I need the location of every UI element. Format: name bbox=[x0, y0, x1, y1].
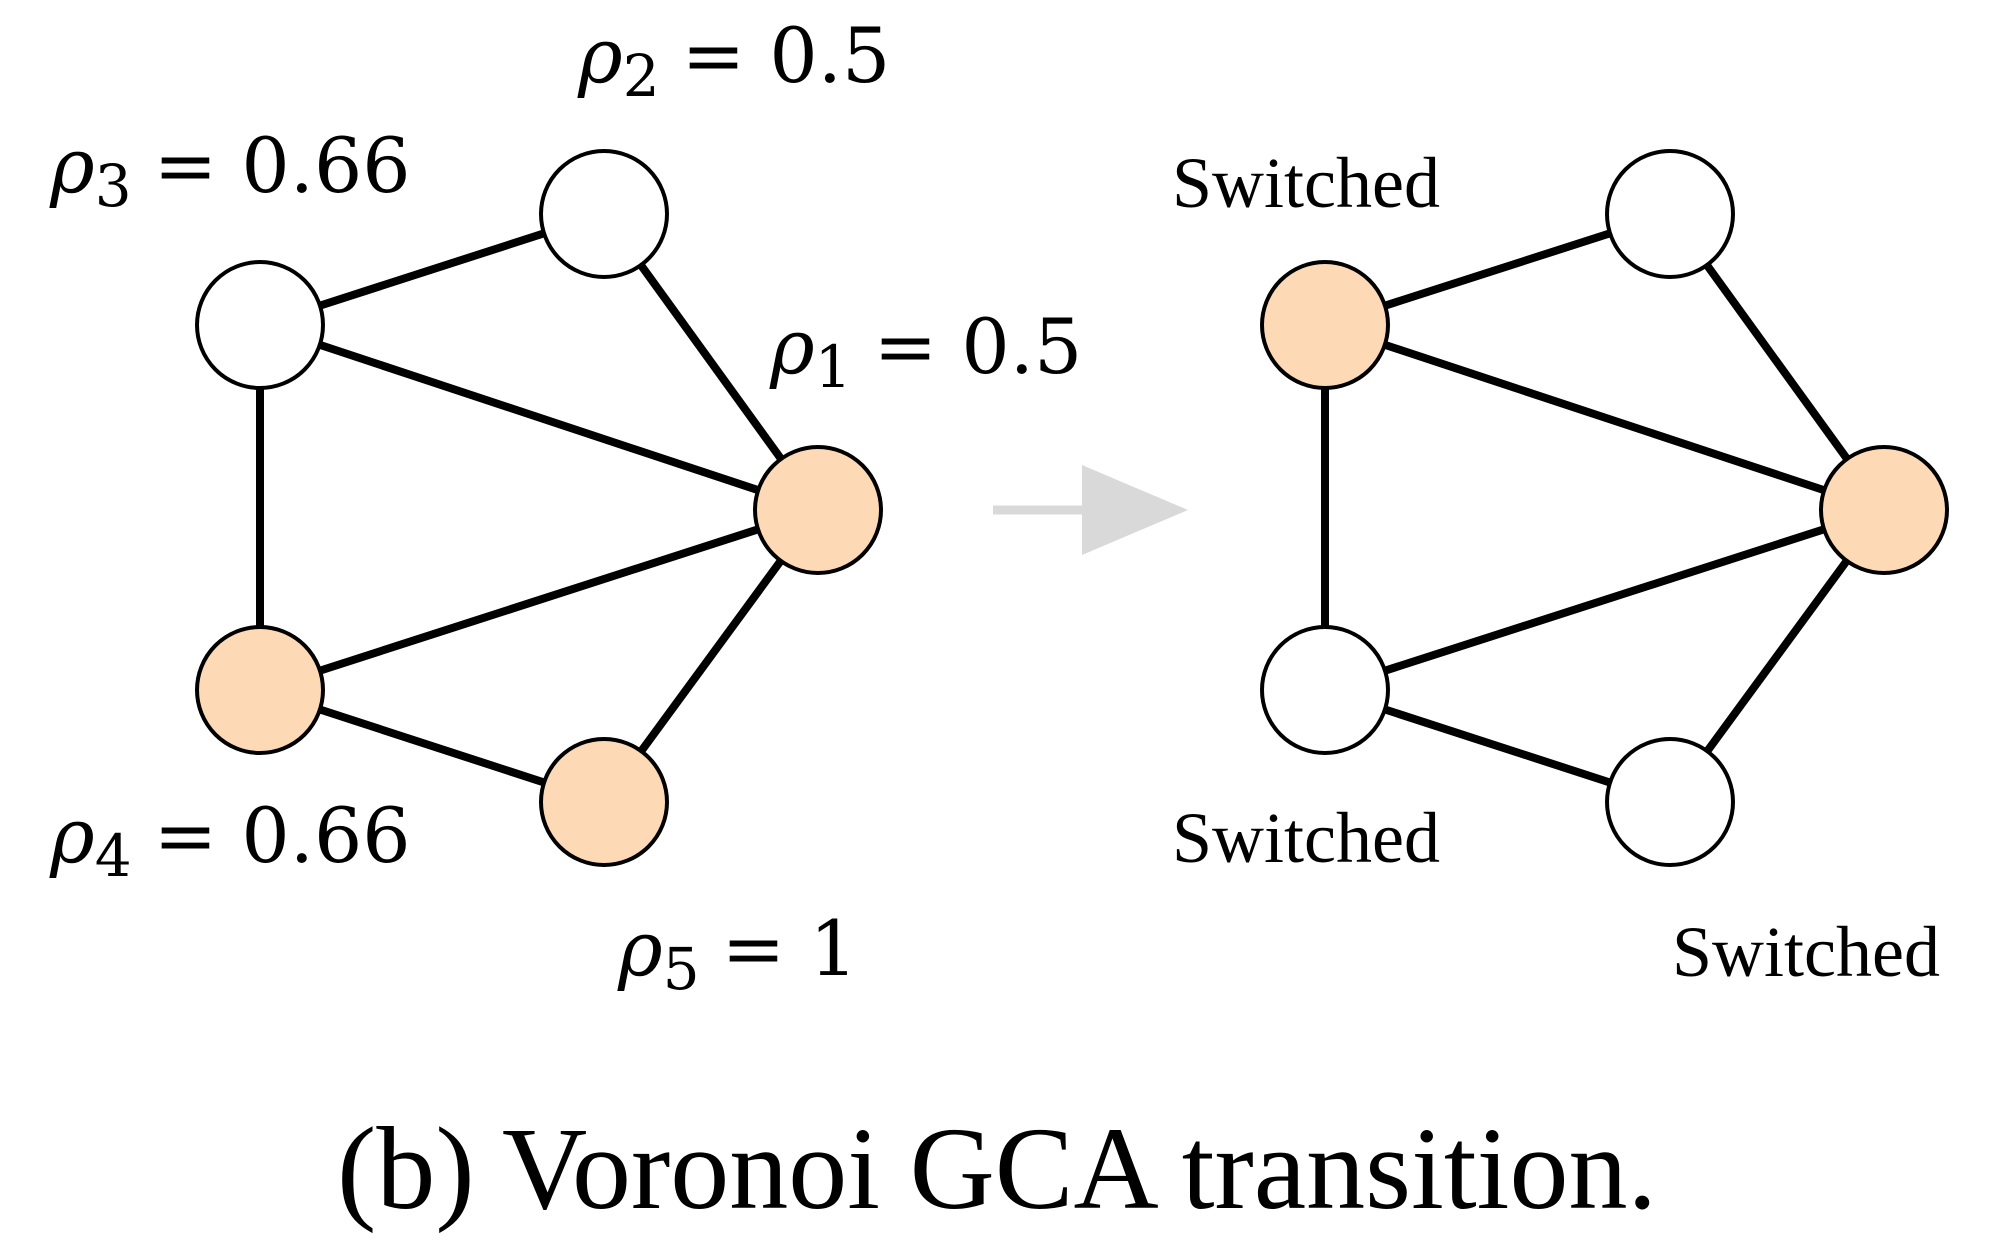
node-3 bbox=[195, 260, 325, 390]
figure-caption: (b) Voronoi GCA transition. bbox=[337, 1103, 1657, 1234]
edge-3-1 bbox=[258, 321, 820, 514]
switched-label-node-5: Switched bbox=[1672, 912, 1940, 992]
left-graph: ρ2= 0.5 ρ3= 0.66 ρ1= 0.5 ρ4= 0.66 ρ5= 1 bbox=[49, 11, 1082, 1003]
node-1 bbox=[753, 445, 883, 575]
rho-label-3: ρ3 = 0.66 bbox=[49, 121, 411, 220]
rho-subscript: 5 bbox=[663, 935, 700, 1003]
left-edges bbox=[256, 210, 822, 806]
edge-3-1 bbox=[1323, 321, 1886, 514]
rho-symbol: ρ bbox=[617, 904, 663, 993]
transition-arrow bbox=[993, 465, 1188, 555]
edge-4-1 bbox=[1323, 506, 1886, 694]
rho-label-1: ρ1 = 0.5 bbox=[769, 302, 1082, 401]
arrow-head bbox=[1082, 465, 1188, 555]
switched-label-node-3: Switched bbox=[1172, 143, 1440, 223]
edge-4-1 bbox=[258, 506, 820, 694]
node-2 bbox=[539, 149, 669, 279]
rho-value: = 0.66 bbox=[154, 791, 411, 880]
rho-value: = 0.66 bbox=[154, 121, 411, 210]
rho-value: = 0.5 bbox=[874, 302, 1083, 391]
node-3 bbox=[1260, 260, 1390, 390]
left-nodes bbox=[195, 149, 883, 867]
rho-label-5: ρ5 = 1 bbox=[617, 904, 858, 1003]
node-5 bbox=[1605, 737, 1735, 867]
node-4 bbox=[195, 625, 325, 755]
node-4 bbox=[1260, 625, 1390, 755]
rho-symbol: ρ bbox=[49, 791, 95, 880]
right-graph: Switched Switched Switched bbox=[1172, 143, 1949, 992]
rho-value: = 0.5 bbox=[682, 11, 891, 100]
node-5 bbox=[539, 737, 669, 867]
node-1 bbox=[1819, 445, 1949, 575]
rho-symbol: ρ bbox=[49, 121, 95, 210]
rho-value: = 1 bbox=[722, 904, 858, 993]
node-2 bbox=[1605, 149, 1735, 279]
rho-subscript: 2 bbox=[623, 42, 660, 110]
rho-subscript: 4 bbox=[95, 822, 132, 890]
rho-subscript: 1 bbox=[815, 333, 852, 401]
rho-label-2: ρ2 = 0.5 bbox=[577, 11, 890, 110]
right-edges bbox=[1321, 210, 1888, 806]
rho-subscript: 3 bbox=[95, 152, 132, 220]
right-nodes bbox=[1260, 149, 1949, 867]
rho-symbol: ρ bbox=[769, 302, 815, 391]
rho-label-4: ρ4 = 0.66 bbox=[49, 791, 411, 890]
switched-label-node-4: Switched bbox=[1172, 798, 1440, 878]
rho-symbol: ρ bbox=[577, 11, 623, 100]
